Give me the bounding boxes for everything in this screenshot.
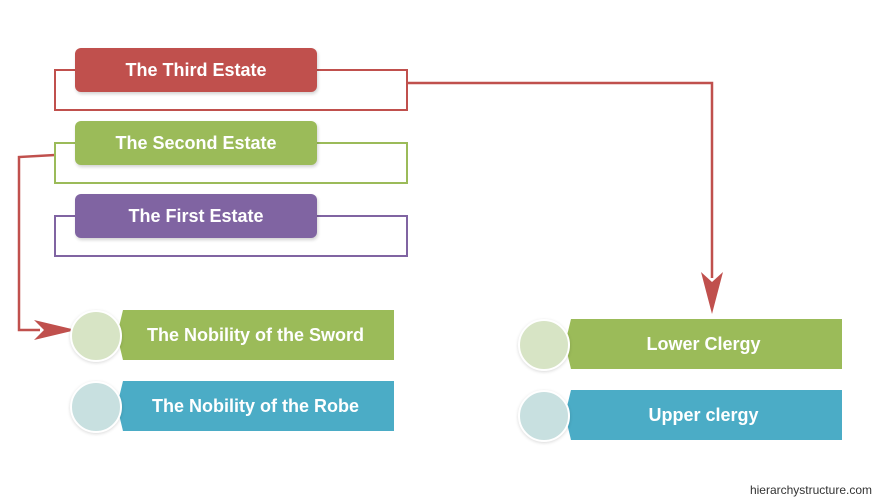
upper-clergy-box: Upper clergy	[565, 390, 842, 440]
upper-clergy-circle	[518, 390, 570, 442]
nobility-sword-circle	[70, 310, 122, 362]
nobility-robe-label: The Nobility of the Robe	[152, 395, 359, 416]
third-estate-label: The Third Estate	[125, 59, 267, 80]
lower-clergy-label: Lower Clergy	[646, 333, 761, 354]
source-credit: hierarchystructure.com	[749, 483, 872, 497]
third-estate-to-lower-clergy-arrow	[407, 81, 714, 278]
lower-clergy-circle	[518, 319, 570, 371]
nobility-sword-arrowhead	[34, 320, 76, 340]
upper-clergy-label: Upper clergy	[648, 404, 759, 425]
third-estate-box: The Third Estate	[75, 48, 317, 92]
second-estate-to-nobility-sword-arrow	[17, 153, 56, 332]
lower-clergy-arrowhead	[701, 272, 723, 314]
nobility-sword-label: The Nobility of the Sword	[147, 324, 364, 345]
first-estate-box: The First Estate	[75, 194, 317, 238]
second-estate-box: The Second Estate	[75, 121, 317, 165]
second-estate-label: The Second Estate	[115, 132, 277, 153]
first-estate-label: The First Estate	[128, 205, 264, 226]
nobility-sword-box: The Nobility of the Sword	[117, 310, 394, 360]
nobility-robe-circle	[70, 381, 122, 433]
lower-clergy-box: Lower Clergy	[565, 319, 842, 369]
nobility-robe-box: The Nobility of the Robe	[117, 381, 394, 431]
